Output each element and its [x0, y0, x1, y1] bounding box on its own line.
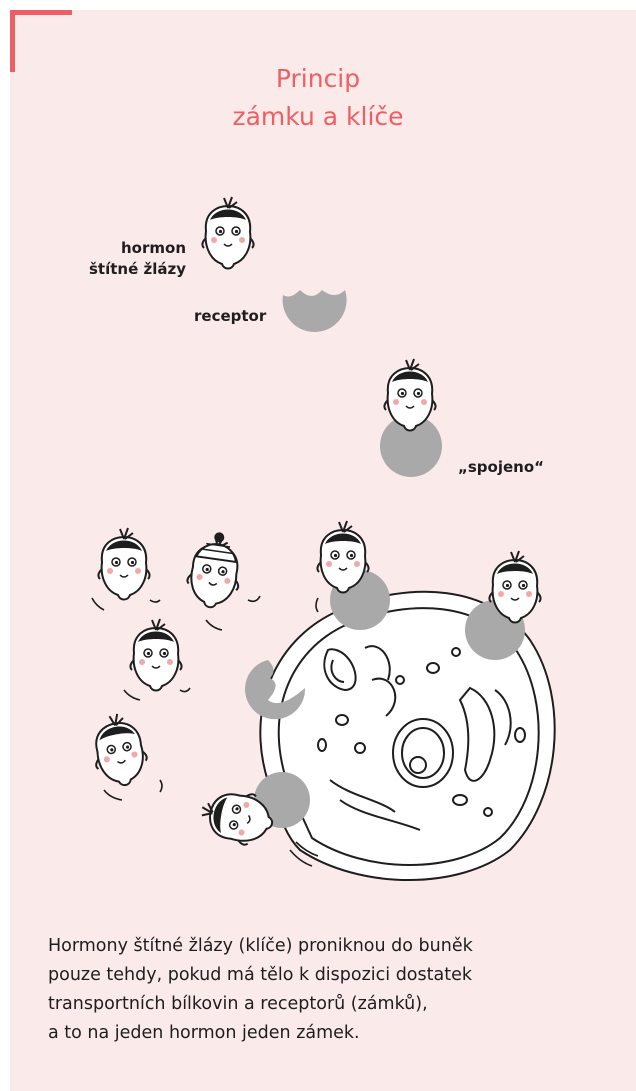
caption-line-3: transportních bílkovin a receptorů (zámk… — [48, 990, 608, 1019]
caption-line-4: a to na jeden hormon jeden zámek. — [48, 1019, 608, 1048]
hormone-label: hormon štítné žlázy — [89, 238, 186, 280]
hormone-label-line-1: hormon — [89, 238, 186, 259]
caption-line-2: pouze tehdy, pokud má tělo k dispozici d… — [48, 961, 608, 990]
connected-hormone-character — [384, 359, 435, 431]
free-hormone-character — [130, 619, 181, 691]
receptor-label: receptor — [194, 306, 266, 327]
connected-label: „spojeno“ — [458, 457, 544, 478]
free-hormone-character — [88, 710, 151, 789]
free-hormone-character — [98, 528, 149, 600]
hat-hormone-character — [184, 529, 245, 611]
caption-line-1: Hormony štítné žlázy (klíče) proniknou d… — [48, 932, 608, 961]
receptor-icon — [283, 290, 347, 332]
caption-text: Hormony štítné žlázy (klíče) proniknou d… — [48, 932, 608, 1048]
hormone-character — [202, 197, 253, 269]
hormone-label-line-2: štítné žlázy — [89, 259, 186, 280]
